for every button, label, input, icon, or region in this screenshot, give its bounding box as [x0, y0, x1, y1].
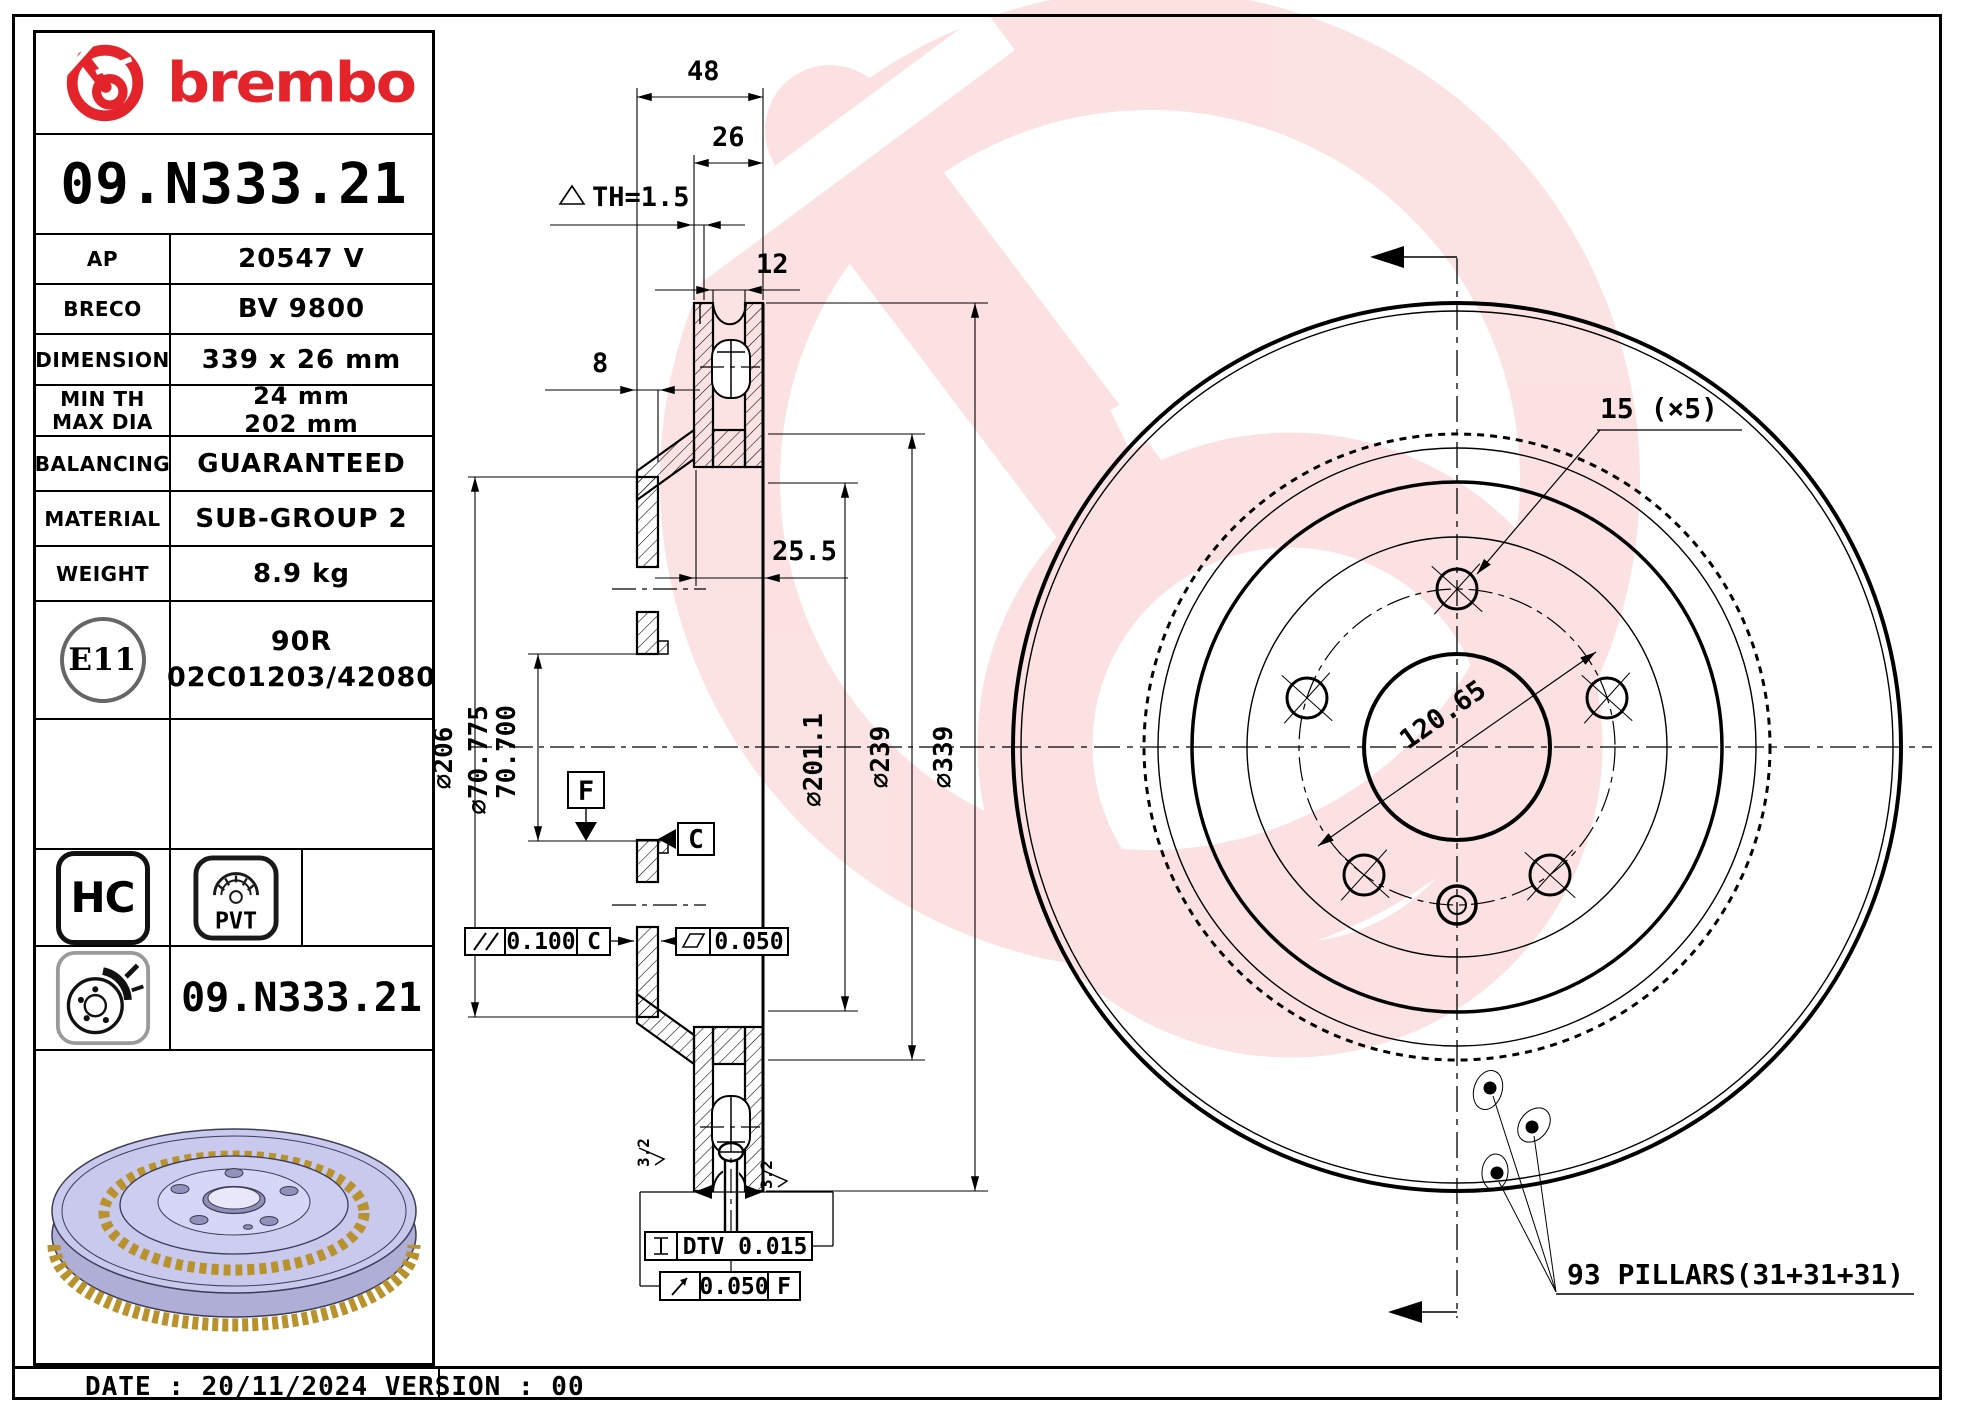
dim-d239-label: ⌀239 [866, 726, 896, 789]
approval-line2: 02C01203/42080 [166, 662, 437, 693]
dim-8-label: 8 [592, 348, 608, 379]
spec-row-breco: BRECO BV 9800 [36, 283, 432, 333]
spec-row-balancing: BALANCING GUARANTEED [35, 435, 432, 490]
spec-value: BV 9800 [237, 294, 366, 324]
pvt-badge-label: PVT [215, 906, 257, 934]
footer-divider-line [12, 1366, 1942, 1369]
gdt-parallelism-value: 0.100 [506, 929, 575, 955]
spec-label: MIN TH [60, 386, 145, 411]
dim-d339: ⌀339 [766, 302, 988, 1192]
spec-value: SUB-GROUP 2 [195, 503, 408, 534]
hc-badge-label: HC [70, 873, 136, 922]
spec-value: GUARANTEED [197, 448, 406, 479]
roughness-left: 3.2 [634, 1138, 666, 1167]
brand-name: brembo [167, 50, 417, 116]
dim-d70: ⌀70.775 70.700 [464, 653, 660, 842]
spec-value: 8.9 kg [252, 558, 350, 589]
datum-c: C [658, 822, 715, 856]
dim-12-label: 12 [756, 249, 789, 280]
spec-label: DIMENSION [35, 335, 171, 384]
pillars-callout: 93 PILLARS(31+31+31) [1472, 1069, 1914, 1295]
e11-approval-icon: E11 [59, 617, 146, 703]
empty-row [36, 718, 432, 848]
pillars-label: 93 PILLARS(31+31+31) [1567, 1258, 1904, 1291]
roughness-right: 3.2 [757, 1160, 789, 1189]
disc-render-row [36, 1049, 432, 1369]
dim-d201: ⌀201.1 [768, 482, 858, 1012]
spec-label: MATERIAL [36, 492, 171, 545]
dim-25-5-label: 25.5 [772, 536, 837, 567]
dim-26-label: 26 [712, 122, 745, 153]
brembo-watermark-icon [660, 0, 1640, 1058]
gdt-runout-datum: F [777, 1274, 791, 1300]
dim-48: 48 [636, 56, 764, 470]
gdt-parallelism-datum: C [587, 929, 601, 955]
brand-row: brembo [36, 33, 432, 133]
badges-row: HC PVT [36, 848, 432, 945]
spec-row-weight: WEIGHT 8.9 kg [36, 545, 432, 600]
part-number-repeat-row: 09.N333.21 [36, 945, 432, 1049]
dim-bolt-hole-label: 15 (×5) [1600, 392, 1718, 425]
gdt-flatness: 0.050 [661, 927, 789, 956]
front-view: 120.65 15 (×5) 93 PILLARS(31+31+ [1002, 246, 1932, 1323]
dim-d70-label-1: ⌀70.775 [464, 705, 494, 815]
drawing-border [12, 14, 1942, 1400]
part-number-repeat: 09.N333.21 [181, 975, 422, 1021]
spec-label: AP [36, 235, 171, 283]
spec-label: BALANCING [35, 437, 171, 490]
spec-label: BRECO [36, 285, 171, 333]
gdt-dtv-value: DTV 0.015 [683, 1234, 808, 1260]
disc-caliper-icon [55, 950, 150, 1046]
pin-hole [1436, 884, 1478, 926]
dim-48-label: 48 [687, 56, 720, 87]
brembo-logo-icon [62, 42, 144, 122]
spec-row-minth-maxdia: MIN TH MAX DIA 24 mm 202 mm [36, 381, 432, 437]
approval-line1: 90R [270, 625, 333, 657]
gdt-dtv: DTV 0.015 [639, 1185, 834, 1287]
disc-3d-render [47, 1128, 421, 1332]
dim-d70-label-2: 70.700 [492, 705, 522, 799]
dim-d339-label: ⌀339 [929, 726, 959, 789]
spec-value: 24 mm [253, 381, 350, 410]
gdt-runout-value: 0.050 [699, 1274, 768, 1300]
approval-row: E11 90R 02C01203/42080 [36, 600, 435, 718]
section-solids [635, 301, 765, 1193]
dim-d201-label: ⌀201.1 [799, 713, 829, 807]
part-number-row: 09.N333.21 [36, 133, 432, 233]
dim-th-label: TH=1.5 [592, 182, 690, 213]
spec-value: 339 x 26 mm [201, 344, 402, 375]
gdt-runout: 0.050 F [659, 1271, 801, 1301]
roughness-right-label: 3.2 [757, 1160, 776, 1189]
datum-f: F [567, 771, 605, 841]
footer-cell-divider [438, 1366, 440, 1400]
part-number: 09.N333.21 [60, 151, 408, 217]
spec-label: MAX DIA [52, 409, 153, 434]
section-cut-arrows [1370, 246, 1457, 1323]
dim-26: 26 [693, 122, 763, 300]
roughness-left-label: 3.2 [634, 1138, 653, 1167]
pvt-badge-icon: PVT [193, 854, 279, 941]
spec-label: WEIGHT [36, 547, 171, 600]
datum-c-label: C [688, 825, 704, 855]
gdt-parallelism: 0.100 C [464, 927, 634, 956]
dim-th: TH=1.5 [550, 182, 745, 300]
dim-bolt-hole: 15 (×5) [1476, 392, 1742, 575]
e11-approval-mark: E11 [68, 642, 137, 678]
spec-row-dimension: DIMENSION 339 x 26 mm [35, 333, 432, 384]
spec-panel: brembo 09.N333.21 AP 20547 V BRECO BV 98… [33, 30, 435, 1366]
spec-value: 202 mm [244, 409, 359, 438]
dim-12: 12 [655, 249, 800, 312]
hc-badge: HC [55, 850, 150, 945]
dim-25-5: 25.5 [655, 470, 848, 586]
spec-value: 20547 V [238, 244, 365, 274]
footer-date-version: DATE : 20/11/2024 VERSION : 00 [85, 1372, 585, 1402]
spec-row-material: MATERIAL SUB-GROUP 2 [36, 490, 432, 545]
datum-f-label: F [578, 776, 594, 807]
spec-row-ap: AP 20547 V [36, 233, 432, 283]
dim-d239: ⌀239 [768, 433, 925, 1061]
dim-8: 8 [545, 348, 700, 462]
section-view: 48 26 TH=1.5 [429, 56, 1000, 1301]
gdt-flatness-value: 0.050 [714, 929, 783, 955]
